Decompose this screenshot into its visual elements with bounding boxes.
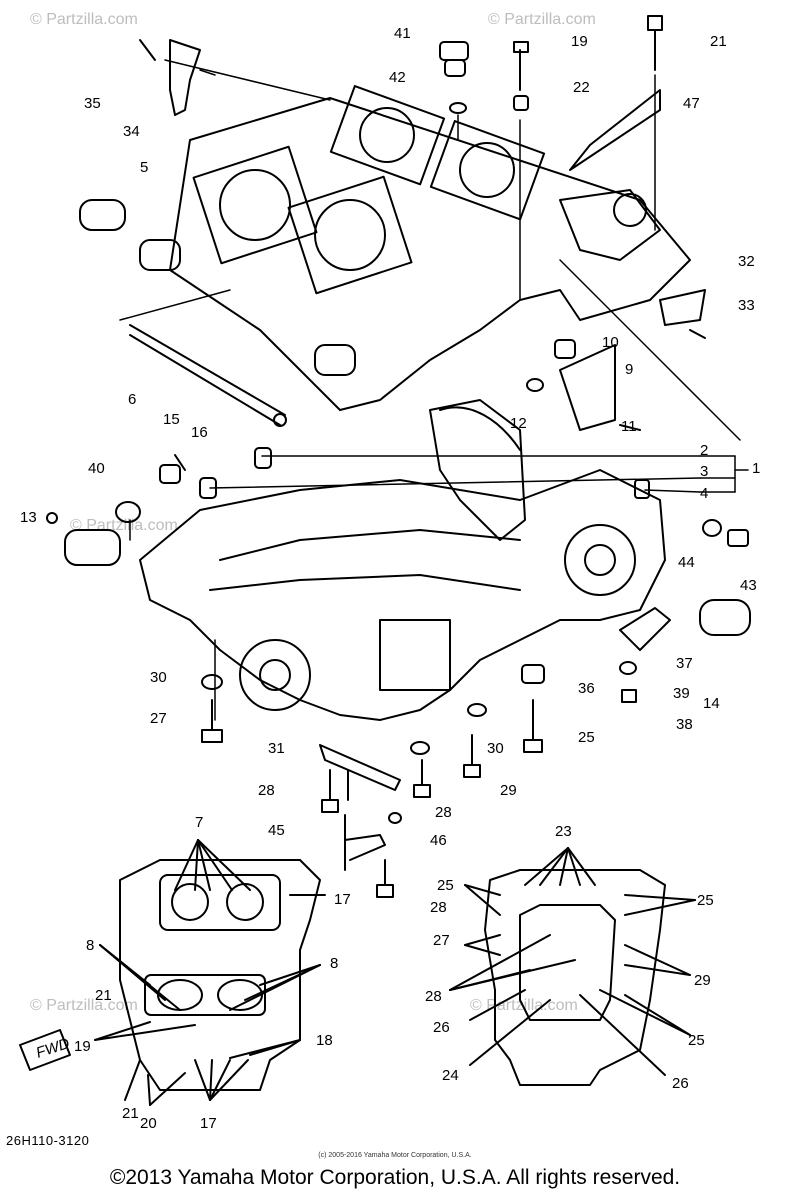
- callout-label: 3: [700, 463, 708, 480]
- callout-label: 28: [425, 988, 442, 1005]
- callout-label: 44: [678, 554, 695, 571]
- callout-label: 27: [433, 932, 450, 949]
- callout-label: 15: [163, 411, 180, 428]
- callout-label: 32: [738, 253, 755, 270]
- callout-label: 25: [437, 877, 454, 894]
- callout-label: 29: [500, 782, 517, 799]
- callout-label: 25: [578, 729, 595, 746]
- callout-label: 28: [435, 804, 452, 821]
- callout-label: 25: [688, 1032, 705, 1049]
- callout-label: 23: [555, 823, 572, 840]
- callout-label: 19: [571, 33, 588, 50]
- watermark-text: © Partzilla.com: [30, 997, 138, 1014]
- callout-label: 40: [88, 460, 105, 477]
- upper-crankcase: [169, 85, 691, 451]
- callout-label: 27: [150, 710, 167, 727]
- callout-label: 14: [703, 695, 720, 712]
- callout-label: 37: [676, 655, 693, 672]
- callout-label: 17: [334, 891, 351, 908]
- leader-lines: [119, 59, 749, 721]
- callout-label: 21: [710, 33, 727, 50]
- callout-label: 38: [676, 716, 693, 733]
- fwd-arrow-label: FWD: [34, 1035, 72, 1062]
- watermarks: © Partzilla.com © Partzilla.com © Partzill…: [30, 11, 596, 1014]
- callout-label: 34: [123, 123, 140, 140]
- callout-label: 47: [683, 95, 700, 112]
- callout-label: 2: [700, 442, 708, 459]
- callout-label: 45: [268, 822, 285, 839]
- callout-label: 26: [433, 1019, 450, 1036]
- callout-label: 25: [697, 892, 714, 909]
- callout-label: 17: [200, 1115, 217, 1132]
- lower-crankcase: [139, 399, 666, 721]
- watermark-text: © Partzilla.com: [30, 11, 138, 28]
- small-copyright: (c) 2005-2016 Yamaha Motor Corporation, …: [318, 1152, 472, 1159]
- callout-label: 35: [84, 95, 101, 112]
- part-code: 26H110-3120: [6, 1133, 90, 1148]
- callout-label: 8: [86, 937, 94, 954]
- callout-label: 12: [510, 415, 527, 432]
- callout-label: 6: [128, 391, 136, 408]
- bottom-view-left: [19, 839, 326, 1106]
- callout-label: 43: [740, 577, 757, 594]
- callout-label: 42: [389, 69, 406, 86]
- callout-label: 22: [573, 79, 590, 96]
- bottom-view-right: [449, 847, 696, 1086]
- callout-label: 30: [150, 669, 167, 686]
- callout-label: 13: [20, 509, 37, 526]
- callout-label: 4: [700, 485, 708, 502]
- callout-label: 16: [191, 424, 208, 441]
- callout-label: 1: [752, 460, 760, 477]
- callout-label: 21: [122, 1105, 139, 1122]
- callout-label: 5: [140, 159, 148, 176]
- watermark-text: © Partzilla.com: [488, 11, 596, 28]
- callout-label: 20: [140, 1115, 157, 1132]
- callout-label: 21: [95, 987, 112, 1004]
- callout-label: 46: [430, 832, 447, 849]
- watermark-text: © Partzilla.com: [470, 997, 578, 1014]
- copyright-notice: ©2013 Yamaha Motor Corporation, U.S.A. A…: [109, 1166, 681, 1189]
- callout-label: 8: [330, 955, 338, 972]
- watermark-text: © Partzilla.com: [70, 517, 178, 534]
- callout-label: 31: [268, 740, 285, 757]
- callout-label: 41: [394, 25, 411, 42]
- callout-label: 19: [74, 1038, 91, 1055]
- small-parts: [46, 15, 751, 898]
- callout-label: 36: [578, 680, 595, 697]
- callout-label: 18: [316, 1032, 333, 1049]
- callout-label: 10: [602, 334, 619, 351]
- callout-label: 11: [621, 418, 637, 435]
- callout-label: 33: [738, 297, 755, 314]
- callout-label: 9: [625, 361, 633, 378]
- callout-label: 29: [694, 972, 711, 989]
- callout-label: 39: [673, 685, 690, 702]
- callout-label: 30: [487, 740, 504, 757]
- callout-label: 28: [258, 782, 275, 799]
- callout-label: 24: [442, 1067, 459, 1084]
- callout-label: 26: [672, 1075, 689, 1092]
- callout-label: 28: [430, 899, 447, 916]
- callout-label: 7: [195, 814, 203, 831]
